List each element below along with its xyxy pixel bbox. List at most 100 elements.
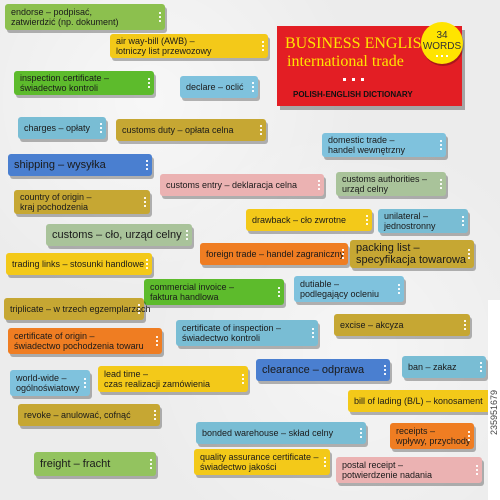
tag-text: world-wide – <box>16 373 67 383</box>
tag-text: świadectwo kontroli <box>182 333 261 343</box>
tag-text: packing list – <box>356 242 420 254</box>
dots-icon <box>148 78 150 88</box>
tag-text: lead time – <box>104 369 149 379</box>
tag-packing-list: packing list – specyfikacja towarowa <box>350 240 474 268</box>
tag-excise: excise – akcyza <box>334 314 470 336</box>
tag-certificate-of-origin: certificate of origin – świadectwo pocho… <box>8 328 162 354</box>
tag-declare: declare – oclić <box>180 76 258 98</box>
tag-text: endorse – podpisać, <box>11 7 93 17</box>
tag-inspection-certificate: inspection certificate – świadectwo kont… <box>14 71 154 95</box>
tag-country-of-origin: country of origin – kraj pochodzenia <box>14 190 150 214</box>
dots-icon <box>464 320 466 330</box>
dots-icon <box>242 374 244 384</box>
dots-icon <box>146 259 148 269</box>
tag-customs: customs – cło, urząd celny <box>46 224 192 246</box>
tag-text: lotniczy list przewozowy <box>116 46 212 56</box>
tag-text: declare – oclić <box>186 82 244 92</box>
title-banner: BUSINESS ENGLISH international trade POL… <box>277 26 462 106</box>
tag-text: revoke – anulować, cofnąć <box>24 410 131 420</box>
tag-world-wide: world-wide – ogólnoświatowy <box>10 370 90 396</box>
tag-quality-assurance-certificate: quality assurance certificate – świadect… <box>194 449 330 475</box>
stock-id: 235951679 <box>489 389 499 435</box>
dots-icon <box>384 365 386 375</box>
tag-text: kraj pochodzenia <box>20 202 89 212</box>
tag-unilateral: unilateral – jednostronny <box>378 209 468 233</box>
tag-text: postal receipt – <box>342 460 404 470</box>
dots-icon <box>342 249 344 259</box>
tag-text: zatwierdzić (np. dokument) <box>11 17 119 27</box>
tag-text: unilateral – <box>384 211 429 221</box>
badge-count: 34 <box>436 29 448 41</box>
tag-freight: freight – fracht <box>34 452 156 476</box>
dots-icon <box>398 284 400 294</box>
tag-foreign-trade: foreign trade – handel zagraniczny <box>200 243 348 265</box>
tag-text: urząd celny <box>342 184 389 194</box>
tag-charges: charges – opłaty <box>18 117 106 139</box>
tag-text: air way-bill (AWB) – <box>116 36 195 46</box>
dots-icon <box>440 179 442 189</box>
tag-drawback: drawback – cło zwrotne <box>246 209 372 231</box>
tag-revoke: revoke – anulować, cofnąć <box>18 404 160 426</box>
tag-commercial-invoice: commercial invoice – faktura handlowa <box>144 279 284 305</box>
dots-icon <box>84 378 86 388</box>
tag-text: charges – opłaty <box>24 123 91 133</box>
tag-text: jednostronny <box>384 221 436 231</box>
banner-subtitle: POLISH-ENGLISH DICTIONARY <box>293 90 413 99</box>
badge-dots <box>436 54 448 57</box>
dots-icon <box>154 410 156 420</box>
tag-text: czas realizacji zamówienia <box>104 379 211 389</box>
dots-icon <box>318 180 320 190</box>
tag-text: handel wewnętrzny <box>328 145 406 155</box>
dots-icon <box>468 431 470 441</box>
tag-text: freight – fracht <box>40 458 111 470</box>
tag-domestic-trade: domestic trade – handel wewnętrzny <box>322 133 446 157</box>
dots-icon <box>146 160 148 170</box>
tag-bill-of-lading: bill of lading (B/L) – konosament <box>348 390 494 412</box>
dots-icon <box>468 249 470 259</box>
tag-air-way-bill: air way-bill (AWB) – lotniczy list przew… <box>110 34 268 58</box>
tag-text: potwierdzenie nadania <box>342 470 433 480</box>
tag-text: country of origin – <box>20 192 92 202</box>
tag-bonded-warehouse: bonded warehouse – skład celny <box>196 422 366 444</box>
stock-id-strip: 235951679 <box>488 300 500 500</box>
tag-clearance: clearance – odprawa <box>256 359 390 381</box>
banner-title-line1: BUSINESS ENGLISH <box>285 35 434 52</box>
tag-text: customs authorities – <box>342 174 428 184</box>
dots-icon <box>262 41 264 51</box>
tag-endorse: endorse – podpisać, zatwierdzić (np. dok… <box>5 4 165 30</box>
dots-icon <box>476 465 478 475</box>
dots-icon <box>440 140 442 150</box>
dots-icon <box>312 328 314 338</box>
dots-icon <box>252 82 254 92</box>
dots-icon <box>260 125 262 135</box>
dots-icon <box>278 287 280 297</box>
tag-triplicate: triplicate – w trzech egzemplarzach <box>4 298 151 320</box>
tag-text: ban – zakaz <box>408 362 457 372</box>
dots-icon <box>159 12 161 22</box>
tag-text: bill of lading (B/L) – konosament <box>354 396 483 406</box>
tag-dutiable: dutiable – podlegający ocleniu <box>294 276 404 302</box>
tag-text: customs – cło, urząd celny <box>52 229 182 241</box>
dots-icon <box>144 197 146 207</box>
tag-customs-duty: customs duty – opłata celna <box>116 119 266 141</box>
word-count-badge: 34 WORDS <box>421 22 463 64</box>
tag-text: quality assurance certificate – <box>200 452 319 462</box>
dots-icon <box>324 457 326 467</box>
tag-text: certificate of inspection – <box>182 323 282 333</box>
tag-text: wpływy, przychody <box>396 436 471 446</box>
tag-text: inspection certificate – <box>20 73 110 83</box>
tag-text: świadectwo pochodzenia towaru <box>14 341 144 351</box>
tag-text: świadectwo kontroli <box>20 83 99 93</box>
dots-icon <box>100 123 102 133</box>
tag-text: specyfikacja towarowa <box>356 254 467 266</box>
tag-receipts: receipts – wpływy, przychody <box>390 423 474 449</box>
tag-postal-receipt: postal receipt – potwierdzenie nadania <box>336 457 482 483</box>
dots-icon <box>480 362 482 372</box>
tag-text: domestic trade – <box>328 135 395 145</box>
tag-text: faktura handlowa <box>150 292 219 302</box>
tag-certificate-of-inspection: certificate of inspection – świadectwo k… <box>176 320 318 346</box>
tag-ban: ban – zakaz <box>402 356 486 378</box>
tag-text: customs entry – deklaracja celna <box>166 180 298 190</box>
dots-icon <box>462 216 464 226</box>
banner-dots <box>343 78 364 81</box>
